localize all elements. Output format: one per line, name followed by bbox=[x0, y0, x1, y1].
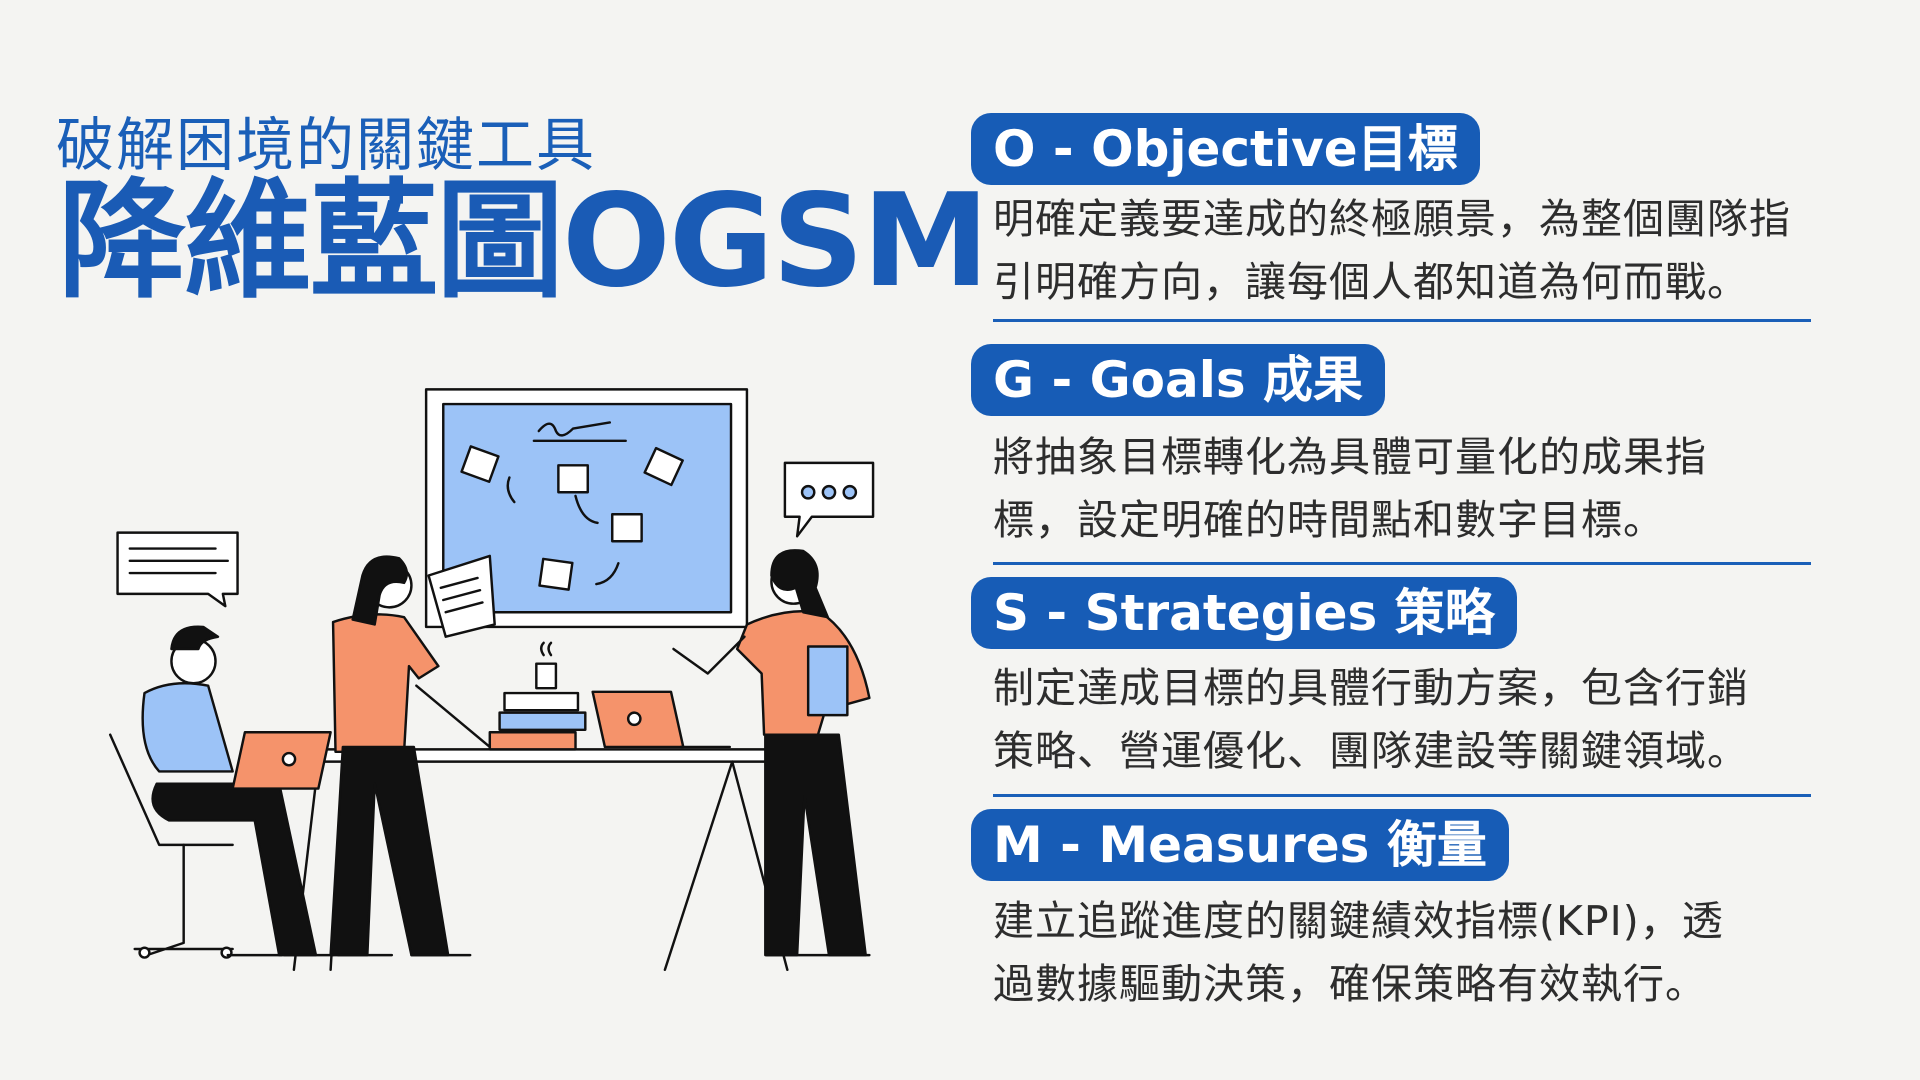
section-label-measures: M - Measures 衡量 bbox=[971, 809, 1509, 881]
divider bbox=[993, 794, 1811, 797]
section-desc-strategies: 制定達成目標的具體行動方案，包含行銷 策略、營運優化、團隊建設等關鍵領域。 bbox=[993, 657, 1749, 783]
section-label-objective: O - Objective目標 bbox=[971, 113, 1480, 185]
desc-line: 過數據驅動決策，確保策略有效執行。 bbox=[993, 960, 1707, 1008]
section-label-goals: G - Goals 成果 bbox=[971, 344, 1386, 416]
speech-bubble-left bbox=[116, 531, 239, 608]
desc-line: 引明確方向，讓每個人都知道為何而戰。 bbox=[993, 258, 1749, 306]
desc-line: 建立追蹤進度的關鍵績效指標(KPI)，透 bbox=[993, 897, 1724, 945]
section-desc-goals: 將抽象目標轉化為具體可量化的成果指 標，設定明確的時間點和數字目標。 bbox=[993, 426, 1707, 552]
page-title: 降維藍圖OGSM bbox=[58, 167, 989, 316]
divider bbox=[993, 562, 1811, 565]
section-desc-measures: 建立追蹤進度的關鍵績效指標(KPI)，透 過數據驅動決策，確保策略有效執行。 bbox=[993, 890, 1724, 1016]
subtitle: 破解困境的關鍵工具 bbox=[56, 111, 597, 179]
sticky-notes bbox=[460, 445, 684, 591]
person-standing-middle bbox=[329, 554, 496, 957]
person-sitting bbox=[108, 625, 335, 959]
person-standing-right bbox=[672, 549, 871, 957]
desc-line: 明確定義要達成的終極願景，為整個團隊指 bbox=[993, 195, 1791, 243]
section-desc-objective: 明確定義要達成的終極願景，為整個團隊指 引明確方向，讓每個人都知道為何而戰。 bbox=[993, 188, 1791, 314]
divider bbox=[993, 319, 1811, 322]
desc-line: 將抽象目標轉化為具體可量化的成果指 bbox=[993, 433, 1707, 481]
desc-line: 標，設定明確的時間點和數字目標。 bbox=[993, 496, 1665, 544]
speech-bubble-right bbox=[783, 461, 875, 538]
section-label-strategies: S - Strategies 策略 bbox=[971, 577, 1517, 649]
desc-line: 策略、營運優化、團隊建設等關鍵領域。 bbox=[993, 727, 1749, 775]
desc-line: 制定達成目標的具體行動方案，包含行銷 bbox=[993, 664, 1749, 712]
